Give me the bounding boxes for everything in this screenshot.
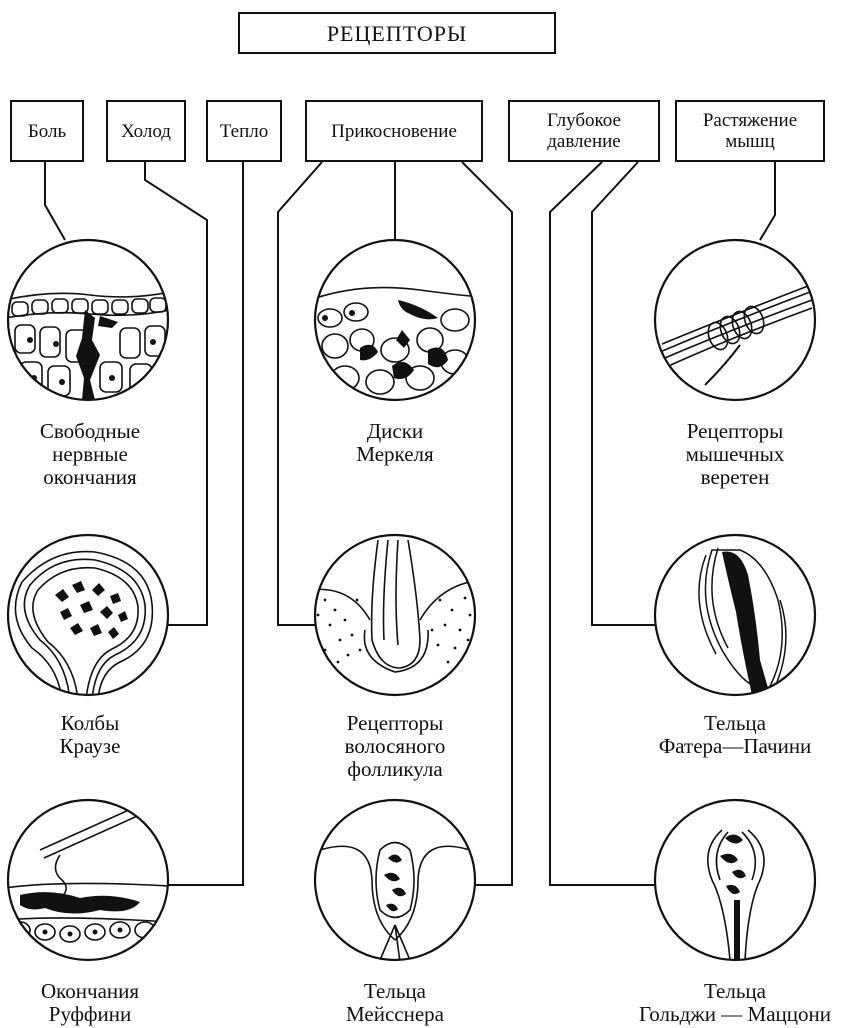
caption-pacini: Тельца Фатера—Пачини <box>645 712 825 758</box>
caption-spindle: Рецепторы мышечных веретен <box>645 420 825 489</box>
category-muscle-stretch: Растяжение мышц <box>675 100 825 162</box>
caption-golgi: Тельца Гольджи — Маццони <box>635 980 835 1026</box>
category-warmth: Тепло <box>206 100 282 162</box>
category-touch: Прикосновение <box>305 100 483 162</box>
caption-ruffini: Окончания Руффини <box>0 980 180 1026</box>
golgi-illustration <box>655 800 815 960</box>
caption-meissner: Тельца Мейсснера <box>305 980 485 1026</box>
caption-free-endings: Свободные нервные окончания <box>0 420 180 489</box>
pacini-illustration <box>655 535 815 695</box>
category-deep-pressure: Глубокое давление <box>508 100 660 162</box>
follicle-illustration <box>310 535 480 695</box>
krause-illustration <box>8 535 168 700</box>
caption-krause: Колбы Краузе <box>0 712 180 758</box>
category-cold: Холод <box>106 100 186 162</box>
caption-follicle: Рецепторы волосяного фолликула <box>305 712 485 781</box>
diagram-title: РЕЦЕПТОРЫ <box>238 12 556 54</box>
free-endings-illustration <box>5 240 170 400</box>
meissner-illustration <box>315 800 475 962</box>
category-pain: Боль <box>10 100 84 162</box>
caption-merkel: Диски Меркеля <box>305 420 485 466</box>
ruffini-illustration <box>5 800 170 960</box>
muscle-spindle-illustration <box>655 240 815 400</box>
merkel-illustration <box>310 240 480 400</box>
